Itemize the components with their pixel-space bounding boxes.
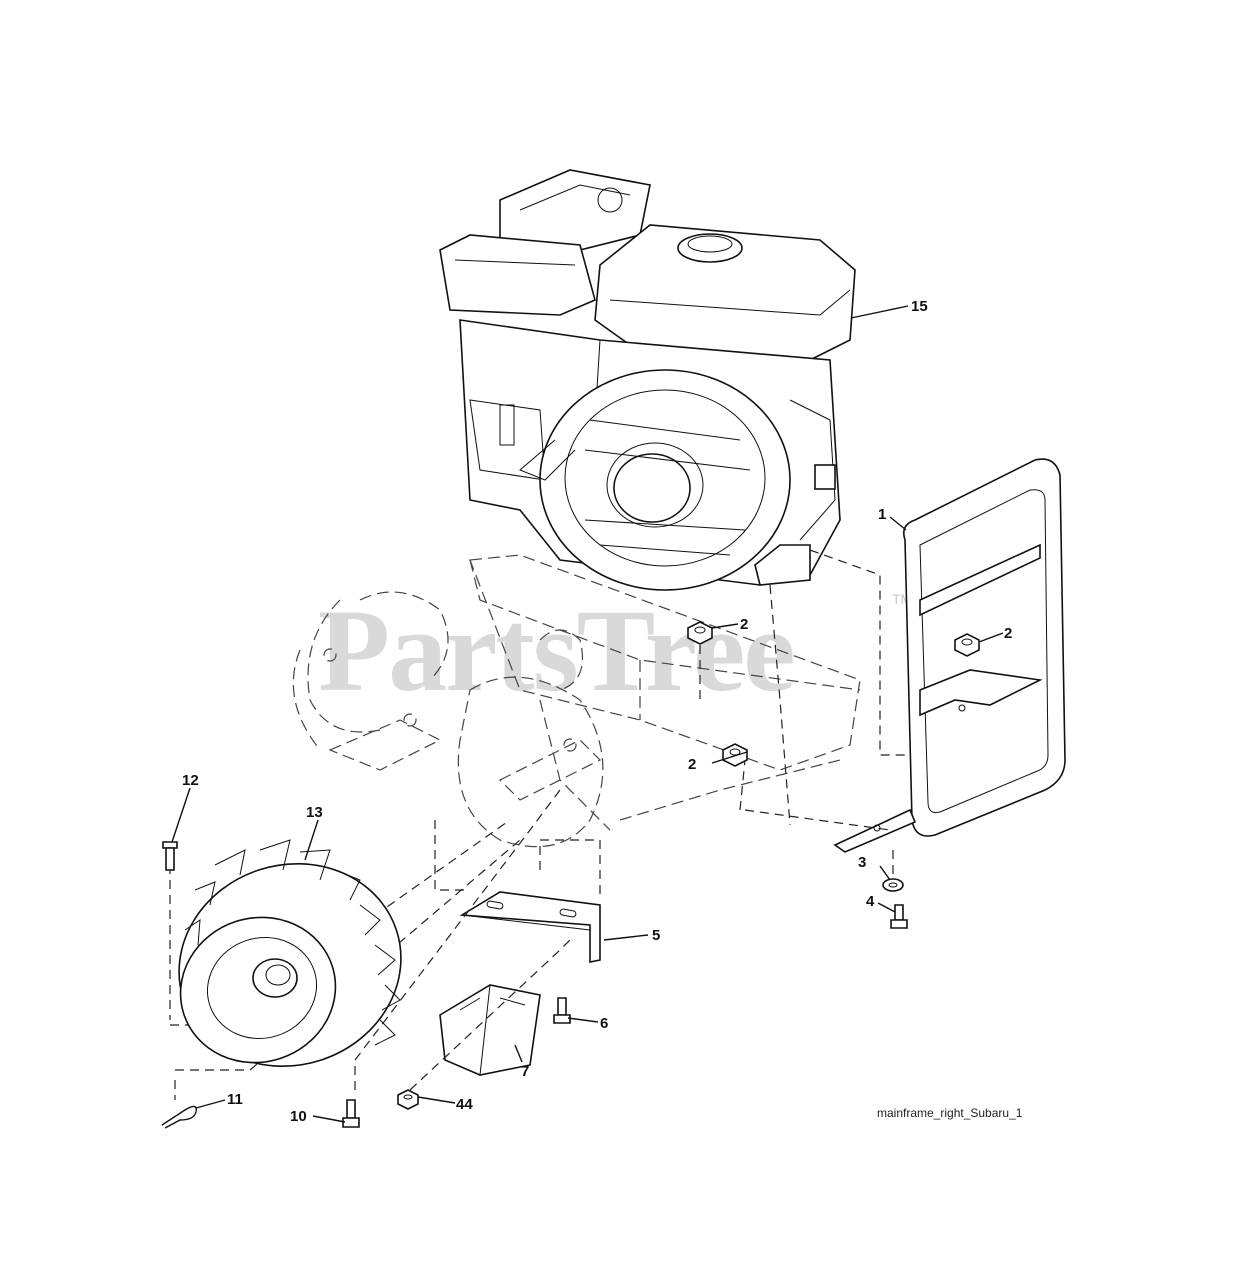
- callout-44: 44: [456, 1096, 473, 1113]
- callout-11: 11: [227, 1091, 243, 1108]
- callout-1: 1: [878, 506, 886, 523]
- hairpin-11: [161, 1105, 197, 1129]
- callout-10: 10: [290, 1108, 307, 1125]
- watermark-text: PartsTree: [318, 585, 794, 716]
- callout-7: 7: [521, 1063, 529, 1080]
- engine-15: [439, 169, 966, 826]
- nut-44: [397, 1089, 419, 1110]
- flange-nut-2a: [687, 621, 713, 700]
- watermark: PartsTree TM: [318, 585, 912, 716]
- callouts: 15 1 2 2 2 3 4 5 6 7 12 13 11 10 44: [182, 298, 1012, 1125]
- leader-lines: [171, 305, 1004, 1123]
- callout-15: 15: [911, 298, 928, 315]
- callout-5: 5: [652, 927, 660, 944]
- tiller-frame-ghost: [292, 554, 861, 848]
- weight-7: [439, 984, 541, 1076]
- callout-12: 12: [182, 772, 199, 789]
- callout-2c: 2: [688, 756, 696, 773]
- callout-3: 3: [858, 854, 866, 871]
- wheel-13: [178, 839, 402, 1068]
- bumper-1: [833, 458, 1066, 853]
- bracket-5: [434, 820, 601, 963]
- clevis-pin-12: [162, 841, 178, 871]
- diagram-caption: mainframe_right_Subaru_1: [877, 1106, 1023, 1120]
- washer-3: [882, 850, 904, 892]
- callout-6: 6: [600, 1015, 608, 1032]
- bolt-10: [342, 1099, 360, 1128]
- callout-4: 4: [866, 893, 875, 910]
- flange-nut-2b: [722, 743, 748, 767]
- bolt-4: [890, 904, 908, 929]
- callout-2a: 2: [740, 616, 748, 633]
- bolt-6: [553, 997, 571, 1024]
- flange-nut-2c: [954, 633, 980, 657]
- callout-13: 13: [306, 804, 323, 821]
- callout-2b: 2: [1004, 625, 1012, 642]
